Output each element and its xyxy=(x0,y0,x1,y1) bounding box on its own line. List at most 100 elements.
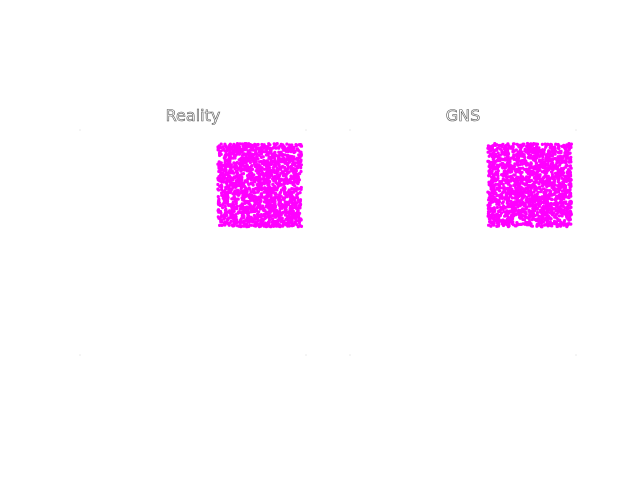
particle-point xyxy=(504,187,508,191)
particle-point xyxy=(257,168,261,172)
particle-point xyxy=(239,182,243,186)
particle-point xyxy=(281,147,285,151)
particle-point xyxy=(521,207,525,211)
particle-point xyxy=(240,224,244,228)
particle-point xyxy=(542,152,546,156)
particle-point xyxy=(256,176,260,180)
particle-point xyxy=(531,210,535,214)
particle-point xyxy=(227,178,231,182)
particle-point xyxy=(565,205,569,209)
particle-point xyxy=(520,150,524,154)
particle-point xyxy=(284,149,288,153)
particle-point xyxy=(568,202,572,207)
particle-point xyxy=(537,185,542,189)
particle-point xyxy=(543,223,548,227)
particle-point xyxy=(280,170,284,174)
particle-point xyxy=(273,188,277,192)
particle-point xyxy=(496,187,500,191)
particle-point xyxy=(504,179,508,183)
particle-point xyxy=(541,220,546,224)
particle-point xyxy=(230,207,234,211)
particle-point xyxy=(277,196,281,200)
particle-point xyxy=(516,191,520,195)
particle-point xyxy=(512,173,516,177)
particle-point xyxy=(508,170,512,174)
particle-point xyxy=(526,222,531,227)
particle-point xyxy=(553,166,557,170)
particle-point xyxy=(509,177,513,181)
particle-point xyxy=(291,223,295,227)
particle-point xyxy=(494,143,498,147)
particle-point xyxy=(524,186,528,190)
particle-point xyxy=(243,148,247,152)
particle-point xyxy=(285,142,289,146)
particle-point xyxy=(253,191,257,195)
particle-point xyxy=(531,150,535,154)
particle-point xyxy=(251,146,255,150)
particle-point xyxy=(506,163,510,168)
particle-point xyxy=(273,164,277,168)
particle-point xyxy=(262,206,266,211)
particle-point xyxy=(546,142,550,146)
particle-point xyxy=(494,191,498,196)
particle-point xyxy=(522,214,526,218)
particle-point xyxy=(567,174,571,179)
particle-point xyxy=(562,208,567,213)
particle-point xyxy=(549,204,553,208)
particle-point xyxy=(273,150,277,154)
particle-point xyxy=(280,217,284,221)
particle-point xyxy=(275,160,279,164)
particle-point xyxy=(563,188,567,193)
particle-point xyxy=(276,220,280,224)
particle-point xyxy=(516,205,520,209)
particle-point xyxy=(281,144,285,148)
particle-point xyxy=(492,148,496,152)
particle-point xyxy=(244,164,248,168)
particle-point xyxy=(272,196,276,200)
particle-point xyxy=(491,222,495,226)
particle-point xyxy=(224,208,228,212)
particle-point xyxy=(234,200,238,204)
particle-point xyxy=(295,157,300,161)
particle-point xyxy=(560,168,564,172)
particle-point xyxy=(233,156,237,160)
particle-point xyxy=(511,148,515,152)
particle-point xyxy=(541,165,545,169)
particle-point xyxy=(553,178,557,182)
particle-point xyxy=(544,204,548,208)
particle-point xyxy=(271,182,275,186)
particle-point xyxy=(490,180,494,185)
particle-point xyxy=(220,163,224,168)
particle-point xyxy=(234,192,238,196)
particle-point xyxy=(220,223,224,227)
particle-point xyxy=(565,225,569,229)
particle-point xyxy=(292,145,296,150)
particle-point xyxy=(246,177,250,181)
particle-point xyxy=(535,224,539,228)
particle-point xyxy=(510,208,514,212)
particle-point xyxy=(242,181,246,185)
particle-point xyxy=(554,198,558,202)
particle-point xyxy=(533,159,538,163)
particle-point xyxy=(536,198,540,202)
particle-point xyxy=(292,175,296,179)
particle-point xyxy=(241,204,245,208)
particle-point xyxy=(501,182,505,186)
particle-point xyxy=(503,144,507,148)
particle-point xyxy=(567,147,572,151)
particle-point xyxy=(269,205,273,209)
particle-point xyxy=(223,193,227,197)
particle-point xyxy=(232,161,236,165)
particle-point xyxy=(568,188,572,192)
particle-point xyxy=(223,168,227,173)
particle-point xyxy=(293,184,297,188)
particle-point xyxy=(512,212,516,216)
particle-point xyxy=(265,198,269,202)
particle-point xyxy=(254,150,258,154)
particle-point xyxy=(542,180,546,184)
particle-point xyxy=(523,155,527,159)
particle-point xyxy=(235,178,239,183)
particle-point xyxy=(512,153,516,157)
particle-point xyxy=(549,217,553,221)
particle-point xyxy=(263,216,268,220)
